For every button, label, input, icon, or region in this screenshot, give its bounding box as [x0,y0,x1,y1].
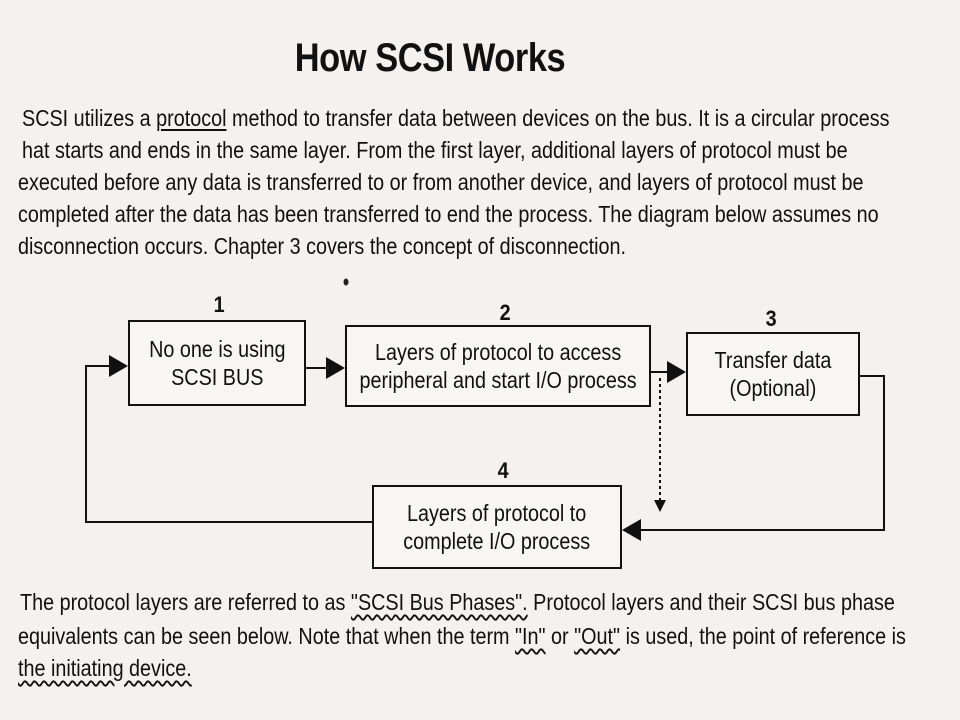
pen-mark [343,278,349,286]
footer-line-1-end: Protocol layers and their SCSI bus phase [527,589,895,615]
out-term: "Out" [574,623,621,649]
step-3-label-line-1: Transfer data [714,347,832,373]
scsi-bus-phases-term: "SCSI Bus Phases". [350,589,528,615]
protocol-term: protocol [156,105,227,131]
initiating-device-term: the initiating device. [18,655,192,681]
step-3-label-line-2: (Optional) [729,375,817,401]
intro-line-3: executed before any data is transferred … [18,169,864,195]
step-1-label-line-2: SCSI BUS [170,364,264,390]
footer-line-2: equivalents can be seen below. Note that… [18,621,906,651]
footer-line-1-start: The protocol layers are referred to as [20,589,351,615]
intro-line-1: SCSI utilizes a protocol method to trans… [22,103,889,133]
intro-line-4: completed after the data has been transf… [18,201,879,227]
step-1-box: No one is using SCSI BUS [128,320,306,406]
arrowhead-into-step-4 [622,519,641,541]
arrowhead-into-step-3 [667,361,686,383]
step-4-label-line-1: Layers of protocol to [407,500,587,526]
skip-arrowhead [654,500,666,512]
step-1-label-line-1: No one is using [148,336,286,362]
footer-line-3: the initiating device. [18,653,192,683]
in-term: "In" [515,623,546,649]
intro-line-5: disconnection occurs. Chapter 3 covers t… [18,233,627,259]
step-2-number: 2 [499,300,511,325]
step-1-label: No one is using SCSI BUS [149,335,285,391]
step-3-number: 3 [765,306,777,331]
step-2-box: Layers of protocol to access peripheral … [345,325,651,407]
step-3-label: Transfer data (Optional) [715,346,832,402]
arrowhead-into-step-1 [109,355,128,377]
footer-line-2-mid: or [545,623,575,649]
step-1-number: 1 [213,292,225,317]
intro-line-1-end: method to transfer data between devices … [226,105,890,131]
footer-line-2-end: is used, the point of reference is [620,623,906,649]
footer-line-2-start: equivalents can be seen below. Note that… [18,623,516,649]
step-2-label-line-2: peripheral and start I/O process [359,367,637,393]
footer-line-1: The protocol layers are referred to as "… [20,587,895,617]
intro-line-2: hat starts and ends in the same layer. F… [22,137,848,163]
arrowhead-into-step-2 [326,357,345,379]
step-4-number: 4 [497,458,509,483]
step-2-label-line-1: Layers of protocol to access [374,339,622,365]
page-title: How SCSI Works [294,36,566,80]
step-4-label-line-2: complete I/O process [403,528,591,554]
intro-line-1-start: SCSI utilizes a [22,105,157,131]
step-2-label: Layers of protocol to access peripheral … [359,338,636,394]
step-3-box: Transfer data (Optional) [686,332,860,416]
step-4-label: Layers of protocol to complete I/O proce… [404,499,591,555]
step-4-box: Layers of protocol to complete I/O proce… [372,485,622,569]
